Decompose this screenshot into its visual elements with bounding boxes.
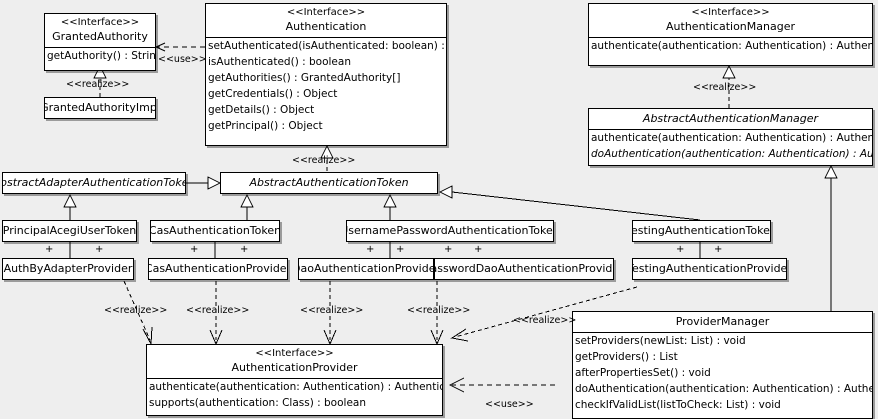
class-box-provider-manager[interactable]: ProviderManager setProviders(newList: Li… — [572, 311, 873, 419]
association-marker: + — [396, 244, 405, 255]
association-marker: + — [240, 244, 249, 255]
edge-label-realize-cas: <<realize>> — [186, 305, 250, 316]
operation-row: authenticate(authentication: Authenticat… — [149, 381, 443, 393]
class-name: DaoAuthenticationProvider — [298, 262, 434, 275]
operation-row: checkIfValidList(listToCheck: List) : vo… — [575, 399, 781, 411]
class-name: CasAuthenticationToken — [150, 224, 280, 237]
class-name: TestingAuthenticationProvider — [632, 262, 787, 275]
operations-compartment: setProviders(newList: List) : void getPr… — [573, 333, 872, 413]
class-name: Authentication — [285, 20, 367, 33]
edge-label-realize-auth-by-adapter: <<realize>> — [104, 305, 168, 316]
edge-label-use-granted-authority: <<use>> — [158, 54, 207, 65]
operation-row: getPrincipal() : Object — [208, 120, 323, 132]
class-box-granted-authority-impl[interactable]: GrantedAuthorityImpl — [44, 97, 156, 119]
operation-row: getCredentials() : Object — [208, 88, 338, 100]
operation-row: getAuthority() : String — [47, 50, 156, 62]
association-marker: + — [95, 244, 104, 255]
class-header: <<Interface>> GrantedAuthority — [45, 14, 155, 48]
class-box-abstract-adapter-authentication-token[interactable]: AbstractAdapterAuthenticationToken — [2, 172, 186, 194]
class-box-authentication-manager[interactable]: <<Interface>> AuthenticationManager auth… — [588, 3, 873, 66]
class-name: PasswordDaoAuthenticationProvider — [434, 262, 614, 275]
stereotype-label: <<Interface>> — [691, 7, 770, 18]
association-marker: + — [45, 244, 54, 255]
association-marker: + — [444, 244, 453, 255]
class-name: PrincipalAcegiUserToken — [2, 224, 137, 237]
operation-row: authenticate(authentication: Authenticat… — [591, 40, 872, 52]
stereotype-label: <<Interface>> — [255, 348, 334, 359]
stereotype-label: <<Interface>> — [286, 7, 366, 18]
class-box-authentication-provider[interactable]: <<Interface>> AuthenticationProvider aut… — [146, 344, 443, 416]
association-marker: + — [366, 244, 375, 255]
class-header: <<Interface>> AuthenticationManager — [589, 4, 872, 38]
operation-row: doAuthentication(authentication: Authent… — [591, 148, 872, 160]
class-box-cas-authentication-provider[interactable]: CasAuthenticationProvider — [148, 258, 288, 280]
operation-row: getAuthorities() : GrantedAuthority[] — [208, 72, 401, 84]
edge-label-realize-password-dao: <<realize>> — [407, 305, 471, 316]
operation-row: supports(authentication: Class) : boolea… — [149, 397, 366, 409]
operations-compartment: authenticate(authentication: Authenticat… — [147, 379, 442, 411]
operation-row: authenticate(authentication: Authenticat… — [591, 132, 872, 144]
class-name: CasAuthenticationProvider — [148, 262, 288, 275]
operation-row: afterPropertiesSet() : void — [575, 367, 711, 379]
operation-row: doAuthentication(authentication: Authent… — [575, 383, 872, 395]
operations-compartment: authenticate(authentication: Authenticat… — [589, 130, 872, 162]
class-box-auth-by-adapter-provider[interactable]: AuthByAdapterProvider — [2, 258, 134, 280]
class-name: AuthByAdapterProvider — [3, 262, 133, 275]
association-marker: + — [676, 244, 685, 255]
class-box-testing-authentication-provider[interactable]: TestingAuthenticationProvider — [632, 258, 787, 280]
class-header: AbstractAuthenticationManager — [589, 109, 872, 130]
operation-row: setProviders(newList: List) : void — [575, 335, 746, 347]
edge-label-realize-abstract-authentication-manager: <<realize>> — [693, 82, 757, 93]
stereotype-label: <<Interface>> — [60, 17, 140, 28]
class-box-granted-authority[interactable]: <<Interface>> GrantedAuthority getAuthor… — [44, 13, 156, 71]
class-box-abstract-authentication-manager[interactable]: AbstractAuthenticationManager authentica… — [588, 108, 873, 166]
class-box-principal-acegi-user-token[interactable]: PrincipalAcegiUserToken — [2, 220, 137, 242]
class-header: <<Interface>> AuthenticationProvider — [147, 345, 442, 379]
edge-label-realize-dao: <<realize>> — [300, 305, 364, 316]
association-marker: + — [474, 244, 483, 255]
class-header: ProviderManager — [573, 312, 872, 333]
class-box-cas-authentication-token[interactable]: CasAuthenticationToken — [150, 220, 280, 242]
operations-compartment: authenticate(authentication: Authenticat… — [589, 38, 872, 54]
class-name: AbstractAdapterAuthenticationToken — [2, 176, 186, 189]
operation-row: getDetails() : Object — [208, 104, 315, 116]
class-box-authentication[interactable]: <<Interface>> Authentication setAuthenti… — [205, 3, 447, 146]
class-box-password-dao-authentication-provider[interactable]: PasswordDaoAuthenticationProvider — [434, 258, 614, 280]
class-box-testing-authentication-token[interactable]: TestingAuthenticationToken — [632, 220, 771, 242]
edge-label-realize-granted-authority-impl: <<realize>> — [66, 79, 130, 90]
association-marker: + — [190, 244, 199, 255]
edge-label-realize-abstract-authentication-token: <<realize>> — [292, 155, 356, 166]
class-name: UsernamePasswordAuthenticationToken — [346, 224, 554, 237]
class-name: TestingAuthenticationToken — [632, 224, 771, 237]
class-name: GrantedAuthority — [52, 30, 148, 43]
class-name: AuthenticationManager — [666, 20, 795, 33]
class-box-dao-authentication-provider[interactable]: DaoAuthenticationProvider — [298, 258, 434, 280]
class-box-username-password-authentication-token[interactable]: UsernamePasswordAuthenticationToken — [346, 220, 554, 242]
edge-label-realize-testing: <<realize>> — [513, 315, 577, 326]
class-name: AbstractAuthenticationManager — [642, 112, 819, 125]
class-name: AuthenticationProvider — [231, 361, 358, 374]
operation-row: isAuthenticated() : boolean — [208, 56, 351, 68]
operation-row: setAuthenticated(isAuthenticated: boolea… — [208, 40, 447, 52]
edge-label-use-provider-manager: <<use>> — [485, 399, 534, 410]
class-name: AbstractAuthenticationToken — [249, 176, 409, 189]
class-box-abstract-authentication-token[interactable]: AbstractAuthenticationToken — [220, 172, 438, 194]
class-name: GrantedAuthorityImpl — [44, 101, 156, 114]
operation-row: getProviders() : List — [575, 351, 678, 363]
operations-compartment: getAuthority() : String — [45, 48, 155, 64]
association-marker: + — [714, 244, 723, 255]
operations-compartment: setAuthenticated(isAuthenticated: boolea… — [206, 38, 446, 134]
class-header: <<Interface>> Authentication — [206, 4, 446, 38]
class-name: ProviderManager — [675, 315, 770, 328]
